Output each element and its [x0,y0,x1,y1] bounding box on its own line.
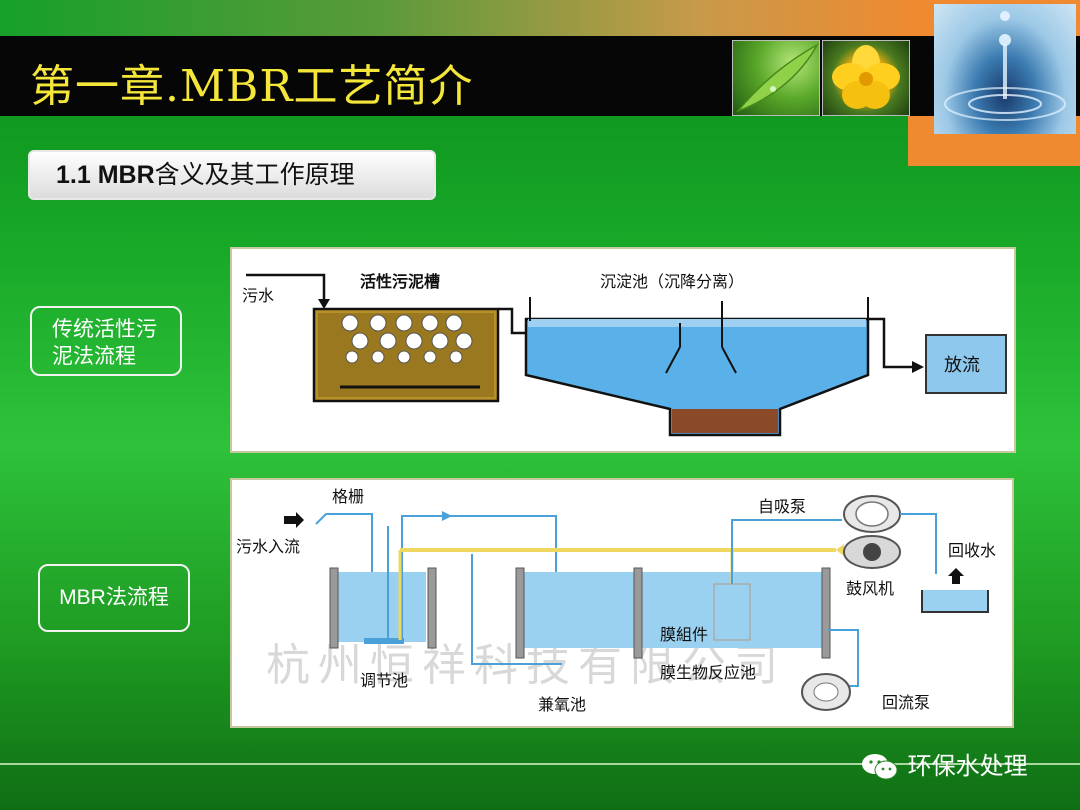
up-arrow-icon [948,568,964,584]
reclaimed-water-tank [921,590,989,613]
transfer-pipe [498,307,526,335]
section-number: 1.1 [56,161,91,189]
section-heading: 1.1 MBR含义及其工作原理 [28,150,436,200]
self-priming-pump-icon [843,495,901,533]
conventional-label-line1: 传统活性污 [52,318,157,341]
outlet-pipe [868,317,912,369]
reactor-label: 膜生物反应池 [660,663,756,682]
aeration-tank-label: 活性污泥槽 [360,272,440,291]
top-gradient-bar [0,0,1080,36]
discharge-label: 放流 [944,355,980,376]
footer-divider [0,763,1080,765]
mbr-process-label: MBR法流程 [38,564,190,632]
membrane-module-label: 膜組件 [660,625,708,644]
leaf-photo [732,40,820,116]
clarifier-tank [524,317,870,437]
equalization-tank-water [336,572,426,642]
blower-label: 鼓风机 [846,579,894,598]
inflow-arrow-icon [284,512,304,528]
conventional-process-label: 传统活性污 泥法流程 [30,306,182,376]
pump-label: 自吸泵 [758,497,806,516]
account-name: 环保水处理 [907,752,1028,780]
mbr-process-diagram: 杭州恒祥科技有限公司 格栅 污水入流 调节池 兼氧池 膜組件 膜生物反应池 自吸… [230,478,1014,728]
wechat-icon [860,752,900,782]
slide-title: 第一章.MBR工艺简介 [30,61,474,112]
outlet-arrow-icon [912,361,924,373]
inlet-label: 污水入流 [236,537,300,556]
conventional-label-line2: 泥法流程 [52,345,136,368]
water-drop-photo [934,4,1076,134]
reclaimed-water-label: 回收水 [948,541,996,560]
flower-photo [822,40,910,116]
section-rest: 含义及其工作原理 [154,161,355,189]
section-mbr: MBR [97,161,155,189]
return-pump-label: 回流泵 [882,693,930,712]
screen-label: 格栅 [332,487,364,506]
inlet-label: 污水 [242,286,274,305]
discharge-box [925,334,1007,394]
footer-account[interactable]: 环保水处理 [860,746,1028,782]
anoxic-tank-label: 兼氧池 [538,695,586,714]
clarifier-label: 沉淀池（沉降分离） [600,272,744,291]
clarifier-surface [528,319,866,327]
inlet-pipe [246,273,326,305]
blower-icon [843,535,901,569]
equalization-tank-label: 调节池 [360,671,408,690]
return-pump-icon [801,673,851,711]
reactor-water [522,572,828,648]
sludge-hopper [672,409,778,433]
conventional-process-diagram: 污水 活性污泥槽 沉淀池（沉降分离） 放流 [230,247,1016,453]
inlet-arrow-icon [318,299,330,309]
air-bubbles [341,314,473,364]
